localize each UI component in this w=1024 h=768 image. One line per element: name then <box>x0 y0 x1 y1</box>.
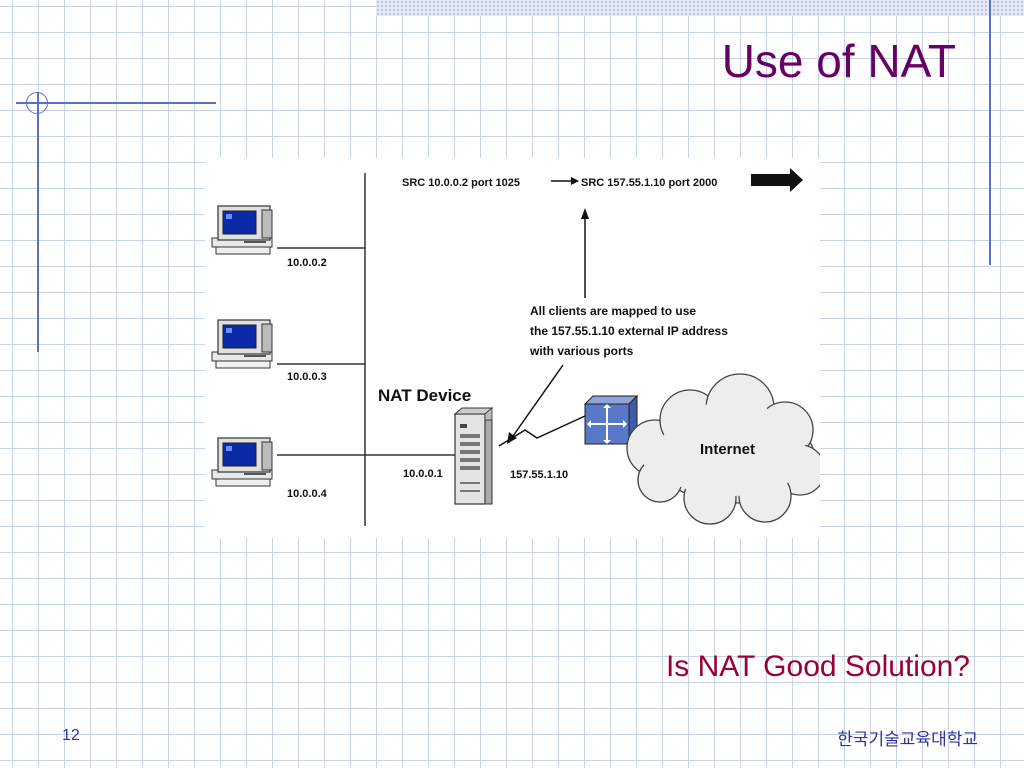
nat-device-icon <box>453 407 494 505</box>
nat-internal-ip: 10.0.0.1 <box>403 468 443 480</box>
nat-external-ip: 157.55.1.10 <box>510 469 568 481</box>
note-line-1: All clients are mapped to use <box>530 304 696 318</box>
client-pc-icon-2 <box>211 319 273 369</box>
header-band <box>376 0 1024 16</box>
nat-device-label: NAT Device <box>378 386 471 405</box>
slide-title: Use of NAT <box>721 35 956 87</box>
client-ip-1: 10.0.0.2 <box>287 257 327 269</box>
outbound-arrow <box>751 168 803 192</box>
decor-horizontal-line <box>16 102 216 104</box>
note-line-3: with various ports <box>529 344 634 358</box>
client-pc-icon-3 <box>211 437 273 487</box>
client-ip-2: 10.0.0.3 <box>287 371 327 383</box>
decor-circle <box>26 92 48 114</box>
decor-vertical-line <box>37 92 39 352</box>
src-before-label: SRC 10.0.0.2 port 1025 <box>402 177 520 189</box>
client-ip-3: 10.0.0.4 <box>287 488 328 500</box>
nat-diagram-svg: 10.0.0.2 10.0.0.3 10.0.0.4 SRC 10.0.0.2 … <box>211 168 820 526</box>
page-number: 12 <box>62 727 80 744</box>
question-text: Is NAT Good Solution? <box>665 650 970 683</box>
client-pc-icon-1 <box>211 205 273 255</box>
wan-link <box>498 415 586 447</box>
note-pointer-arrow <box>512 364 564 437</box>
nat-diagram: 10.0.0.2 10.0.0.3 10.0.0.4 SRC 10.0.0.2 … <box>205 158 820 538</box>
note-line-2: the 157.55.1.10 external IP address <box>530 324 728 338</box>
internet-label: Internet <box>700 441 755 458</box>
decor-right-line <box>989 0 991 265</box>
src-after-label: SRC 157.55.1.10 port 2000 <box>581 177 717 189</box>
footer-institution: 한국기술교육대학교 <box>837 730 978 750</box>
